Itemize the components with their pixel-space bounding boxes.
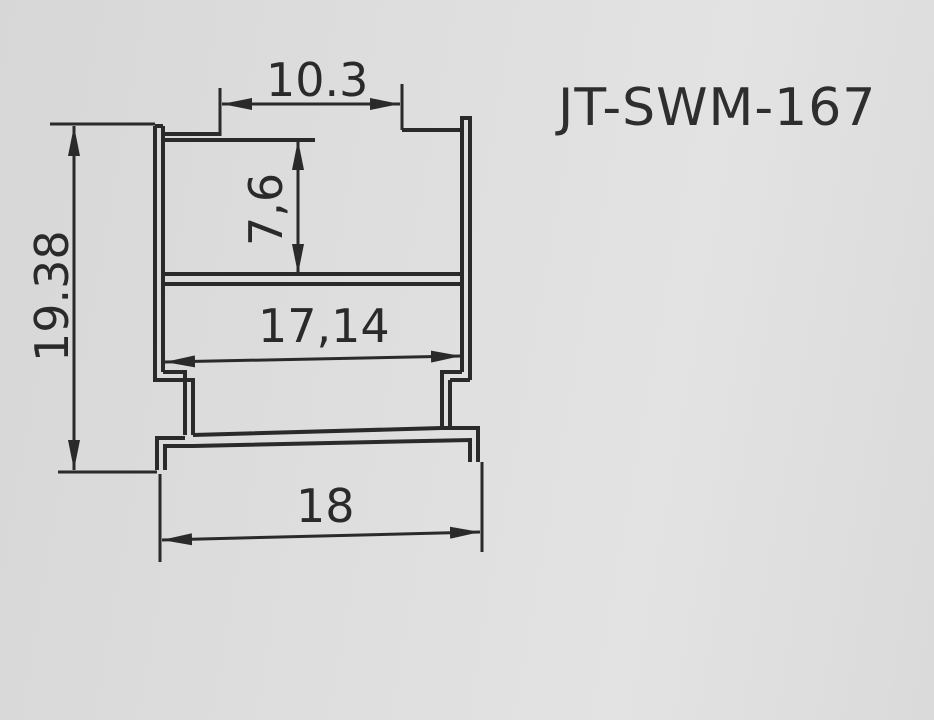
lower-left-leg xyxy=(163,370,195,435)
inner-width-label: 17,14 xyxy=(258,299,390,353)
lower-right-leg xyxy=(440,370,470,428)
overall-height-label: 19.38 xyxy=(25,230,79,362)
left-wall xyxy=(153,126,163,382)
part-code-label: JT-SWM-167 xyxy=(558,78,877,138)
top-opening-label: 10.3 xyxy=(266,53,368,107)
profile-outline xyxy=(153,116,480,470)
overall-width-label: 18 xyxy=(296,479,355,533)
bottom-flange xyxy=(155,426,480,470)
dimension-overall-height xyxy=(50,122,157,474)
dimension-overall-width xyxy=(158,462,484,562)
dimension-top-opening xyxy=(218,84,404,136)
inner-height-label: 7,6 xyxy=(239,173,293,246)
dimension-inner-width xyxy=(164,350,462,368)
top-right-lip xyxy=(402,116,472,380)
top-left-lip xyxy=(155,124,315,142)
